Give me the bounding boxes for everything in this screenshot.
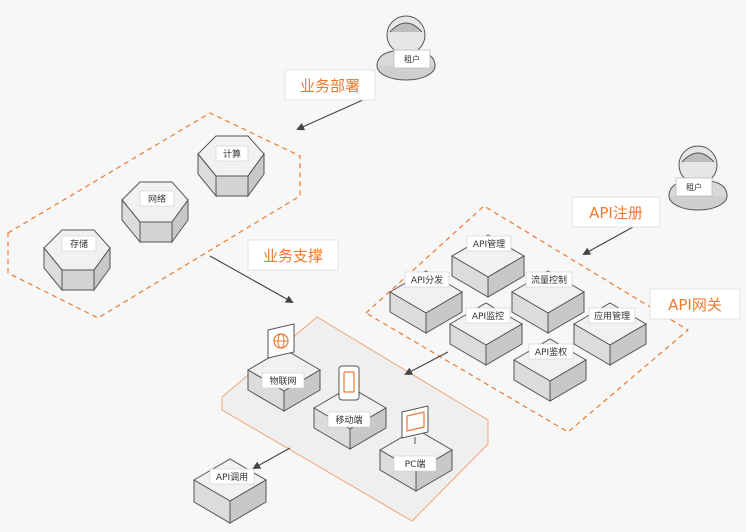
client-mobile-label: 移动端 <box>335 414 362 426</box>
module-api-management-label: API管理 <box>473 238 505 250</box>
pc-icon <box>401 405 429 444</box>
tenant-user-2-label: 租户 <box>686 182 702 192</box>
client-mobile: 移动端 <box>313 365 387 450</box>
client-iot: 物联网 <box>247 323 321 412</box>
deploy-arrow <box>296 94 375 131</box>
tenant-user-2: 租户 <box>668 145 728 211</box>
module-traffic-control: 流量控制 <box>511 270 585 334</box>
module-api-management: API管理 <box>451 234 525 298</box>
infra-compute: 计算 <box>197 135 265 198</box>
module-api-monitoring-label: API监控 <box>472 310 504 322</box>
module-api-distribution-label: API分发 <box>411 274 443 286</box>
tenant-user-1: 租户 <box>376 15 436 81</box>
svg-text:API网关: API网关 <box>668 296 722 314</box>
api-call-box: API调用 <box>193 458 267 524</box>
gateway-callout: API网关 <box>649 288 741 320</box>
user-icon <box>376 15 436 81</box>
infra-network: 网络 <box>121 181 189 244</box>
client-pc-label: PC端 <box>405 458 426 470</box>
infra-compute-label: 计算 <box>223 148 241 160</box>
infra-storage-label: 存储 <box>70 238 88 250</box>
svg-text:业务部署: 业务部署 <box>300 77 360 95</box>
module-app-management-label: 应用管理 <box>594 310 630 322</box>
api-call-label: API调用 <box>216 472 248 483</box>
module-api-auth: API鉴权 <box>513 338 587 402</box>
client-iot-label: 物联网 <box>269 375 296 387</box>
api-gateway-zone <box>364 205 690 433</box>
module-app-management: 应用管理 <box>573 302 647 366</box>
module-traffic-control-label: 流量控制 <box>531 274 567 286</box>
deploy-callout: 业务部署 <box>284 69 376 101</box>
svg-text:业务支撑: 业务支撑 <box>263 247 323 265</box>
module-api-monitoring: API监控 <box>449 302 523 366</box>
infra-storage: 存储 <box>43 229 111 292</box>
module-api-distribution: API分发 <box>389 270 463 334</box>
support-arrow <box>209 255 294 303</box>
infrastructure-zone <box>7 112 301 319</box>
register-arrow <box>582 226 634 255</box>
iot-icon <box>267 323 295 359</box>
api-call-arrow <box>252 447 291 469</box>
infra-network-label: 网络 <box>148 193 166 205</box>
register-callout: API注册 <box>571 196 661 228</box>
gateway-to-clients-arrow <box>404 351 449 375</box>
tenant-user-1-label: 租户 <box>404 54 420 64</box>
support-callout: 业务支撑 <box>247 239 339 271</box>
svg-text:API注册: API注册 <box>589 204 643 222</box>
client-pc: PC端 <box>379 405 453 492</box>
mobile-icon <box>338 365 360 401</box>
module-api-auth-label: API鉴权 <box>535 346 567 358</box>
